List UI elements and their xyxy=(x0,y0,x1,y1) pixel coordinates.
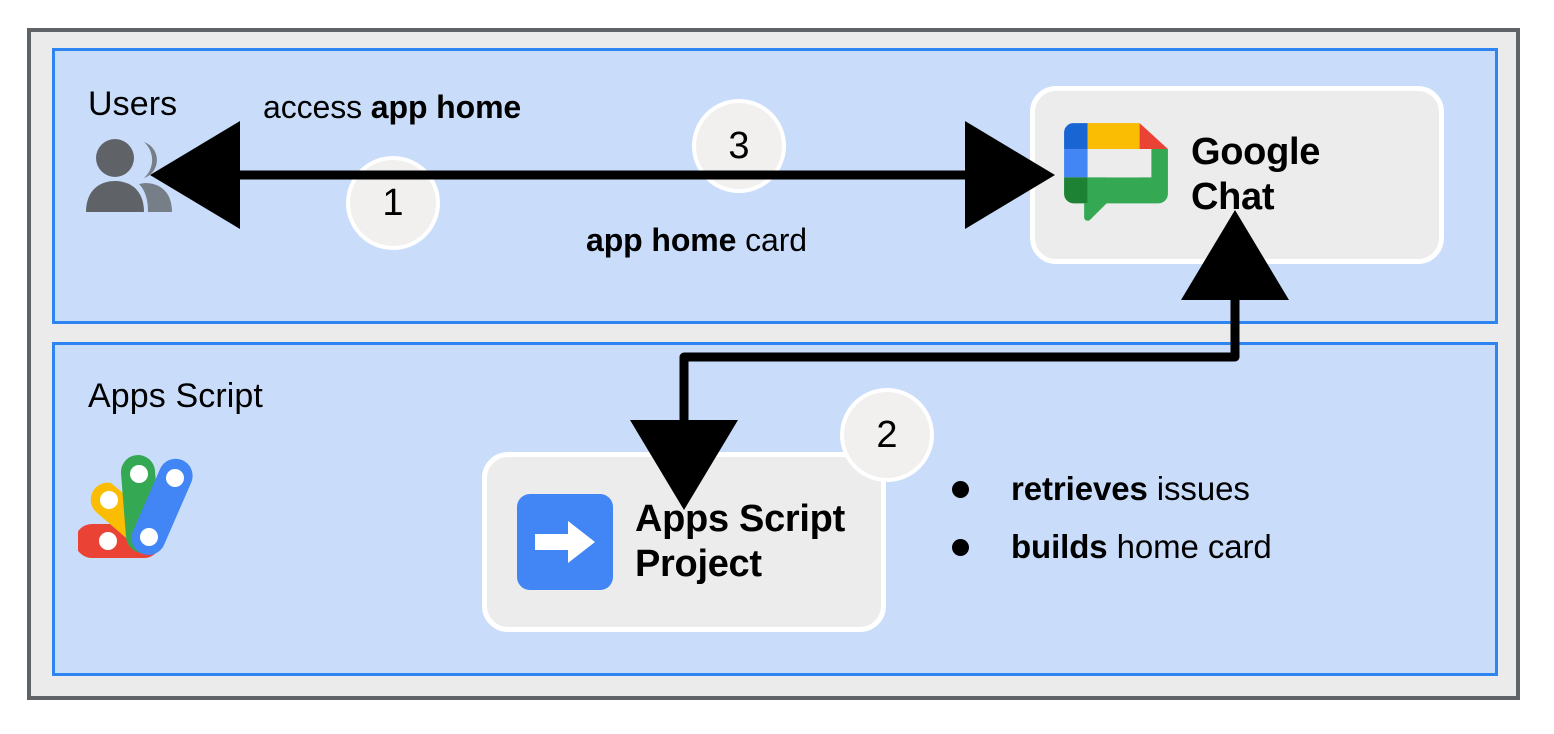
flow-label-access: access app home xyxy=(263,89,521,126)
google-chat-logo-icon xyxy=(1064,123,1168,221)
flow-label-card-bold: app home xyxy=(586,222,737,258)
list-item-text: builds home card xyxy=(1011,528,1272,566)
flow-label-access-bold: app home xyxy=(370,89,522,125)
flow-label-access-plain: access xyxy=(263,89,371,125)
step-bubble-2-number: 2 xyxy=(876,413,898,456)
card-apps-script-project-title: Apps Script Project xyxy=(635,497,845,587)
list-item-bold: retrieves xyxy=(1011,470,1148,507)
step-bubble-1-number: 1 xyxy=(382,181,404,224)
card-apps-script-project-title-line1: Apps Script xyxy=(635,498,845,541)
card-apps-script-project-title-line2: Project xyxy=(635,543,762,585)
card-google-chat-title-line2: Chat xyxy=(1191,176,1275,218)
flow-label-card-plain: card xyxy=(736,222,807,258)
step-bubble-3-number: 3 xyxy=(728,124,750,167)
panel-label-users: Users xyxy=(88,85,178,123)
users-icon xyxy=(86,139,172,212)
step-bubble-2: 2 xyxy=(840,388,934,482)
step-bubble-1: 1 xyxy=(346,156,440,250)
list-item-bold: builds xyxy=(1011,528,1108,565)
card-google-chat[interactable]: Google Chat xyxy=(1030,86,1444,264)
card-apps-script-project[interactable]: Apps Script Project xyxy=(482,452,886,632)
card-google-chat-title-line1: Google xyxy=(1191,131,1321,174)
bullet-dot-icon xyxy=(952,480,969,498)
list-item: retrieves issues xyxy=(952,470,1272,508)
list-item-plain: home card xyxy=(1107,528,1272,565)
list-item: builds home card xyxy=(952,528,1272,566)
apps-script-actions-list: retrieves issues builds home card xyxy=(952,470,1272,566)
flow-label-card: app home card xyxy=(586,222,807,259)
step-bubble-3: 3 xyxy=(692,99,786,193)
apps-script-logo-icon xyxy=(78,454,193,558)
list-item-text: retrieves issues xyxy=(1011,470,1250,508)
panel-label-apps-script: Apps Script xyxy=(88,377,263,415)
card-google-chat-title: Google Chat xyxy=(1191,130,1320,220)
list-item-plain: issues xyxy=(1147,470,1250,507)
bullet-dot-icon xyxy=(952,538,969,556)
apps-script-project-icon xyxy=(517,494,613,590)
